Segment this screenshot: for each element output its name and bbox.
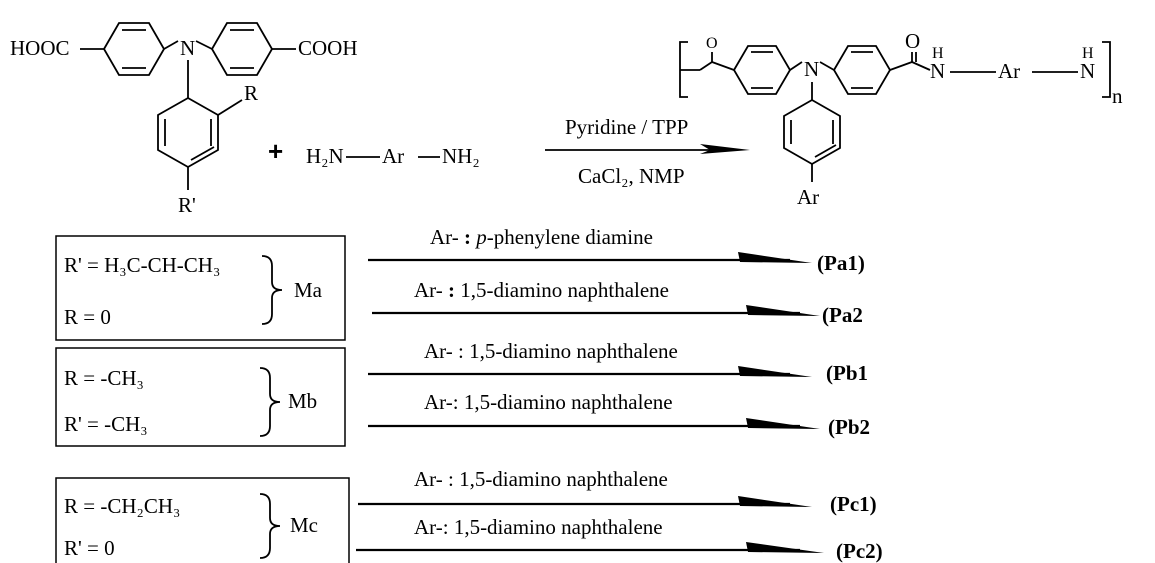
group-ma-id: Ma <box>294 278 323 302</box>
polymer-ring-pendant <box>783 98 841 166</box>
product-pb2: (Pb2 <box>828 415 870 439</box>
polyamide-product: O N O H N Ar H N n Ar <box>679 29 1123 209</box>
amide-h-right: H <box>1082 45 1094 62</box>
r-prime-substituent-label: R' <box>178 193 196 217</box>
repeat-unit-n: n <box>1112 84 1123 108</box>
condition-top-label: Pyridine / TPP <box>565 115 688 139</box>
product-pa1: (Pa1) <box>817 251 865 275</box>
reaction-pb2-label: Ar-: 1,5-diamino naphthalene <box>424 390 673 414</box>
reaction-pa2-arrowhead <box>746 305 820 316</box>
reaction-pb2-arrowhead <box>746 418 820 429</box>
group-mb-box <box>55 347 346 447</box>
hooc-label: HOOC <box>10 36 70 60</box>
r-substituent-label: R <box>244 81 258 105</box>
group-ma-line-1: R' = H₃C-CH-CH₃ <box>64 253 220 277</box>
group-mc: R = -CH₂CH₃ R' = 0 Mc Ar- : 1,5-diamino … <box>55 467 883 563</box>
carbonyl-o-left: O <box>706 35 718 52</box>
polymer-ring-right <box>832 45 892 95</box>
dicarboxylic-acid-monomer: HOOC N COOH R R' <box>10 22 358 217</box>
group-mc-line-2: R' = 0 <box>64 536 115 560</box>
group-mc-line-1: R = -CH₂CH₃ <box>64 494 180 518</box>
product-pb1: (Pb1 <box>826 361 868 385</box>
product-pa2: (Pa2 <box>822 303 863 327</box>
group-mb-brace <box>259 367 281 437</box>
amide-h-left: H <box>932 45 944 62</box>
reaction-pa1-label: Ar- : p-phenylene diamine <box>430 225 653 249</box>
amide-n-right: N <box>1080 59 1095 83</box>
product-pc1: (Pc1) <box>830 492 877 516</box>
group-mc-brace <box>259 493 281 559</box>
reaction-pc2-arrowhead <box>746 542 824 553</box>
group-mc-id: Mc <box>290 513 318 537</box>
amine-n-label: N <box>180 36 195 60</box>
reaction-pc1-arrowhead <box>738 496 812 507</box>
reaction-pb1-label: Ar- : 1,5-diamino naphthalene <box>424 339 678 363</box>
reaction-pb1-arrowhead <box>738 366 812 377</box>
reaction-pa2-label: Ar- : 1,5-diamino naphthalene <box>414 278 669 302</box>
nh2-label: NH₂ <box>442 144 480 168</box>
group-ma: R' = H₃C-CH-CH₃ R = 0 Ma Ar- : p-phenyle… <box>55 225 865 341</box>
diamine-ar-label: Ar <box>382 144 404 168</box>
polymer-ar-label: Ar <box>998 59 1020 83</box>
main-reaction-arrow: Pyridine / TPP CaCl₂, NMP <box>545 115 750 188</box>
amide-n-left: N <box>930 59 945 83</box>
carbonyl-o-right: O <box>905 29 920 53</box>
reaction-pc1-label: Ar- : 1,5-diamino naphthalene <box>414 467 668 491</box>
group-mb: R = -CH₃ R' = -CH₃ Mb Ar- : 1,5-diamino … <box>55 339 870 447</box>
product-pc2: (Pc2) <box>836 539 883 563</box>
group-mb-line-2: R' = -CH₃ <box>64 412 148 436</box>
diamine-reagent: H₂N Ar NH₂ <box>306 144 480 168</box>
benzene-ring-pendant <box>157 96 219 169</box>
group-mb-id: Mb <box>288 389 317 413</box>
cooh-label: COOH <box>298 36 358 60</box>
group-ma-box <box>55 235 346 341</box>
group-mc-box <box>55 477 350 563</box>
group-ma-line-2: R = 0 <box>64 305 111 329</box>
polymer-pendant-ar: Ar <box>797 185 819 209</box>
arrow-head <box>700 144 750 154</box>
polymer-ring-left <box>732 45 792 95</box>
group-mb-line-1: R = -CH₃ <box>64 366 144 390</box>
plus-sign: + <box>268 136 283 166</box>
polymer-amine-n: N <box>804 57 819 81</box>
reaction-pc2-label: Ar-: 1,5-diamino naphthalene <box>414 515 663 539</box>
reaction-pa1-arrowhead <box>738 252 812 263</box>
group-ma-brace <box>261 255 283 325</box>
h2n-label: H₂N <box>306 144 344 168</box>
condition-bottom-label: CaCl₂, NMP <box>578 164 685 188</box>
